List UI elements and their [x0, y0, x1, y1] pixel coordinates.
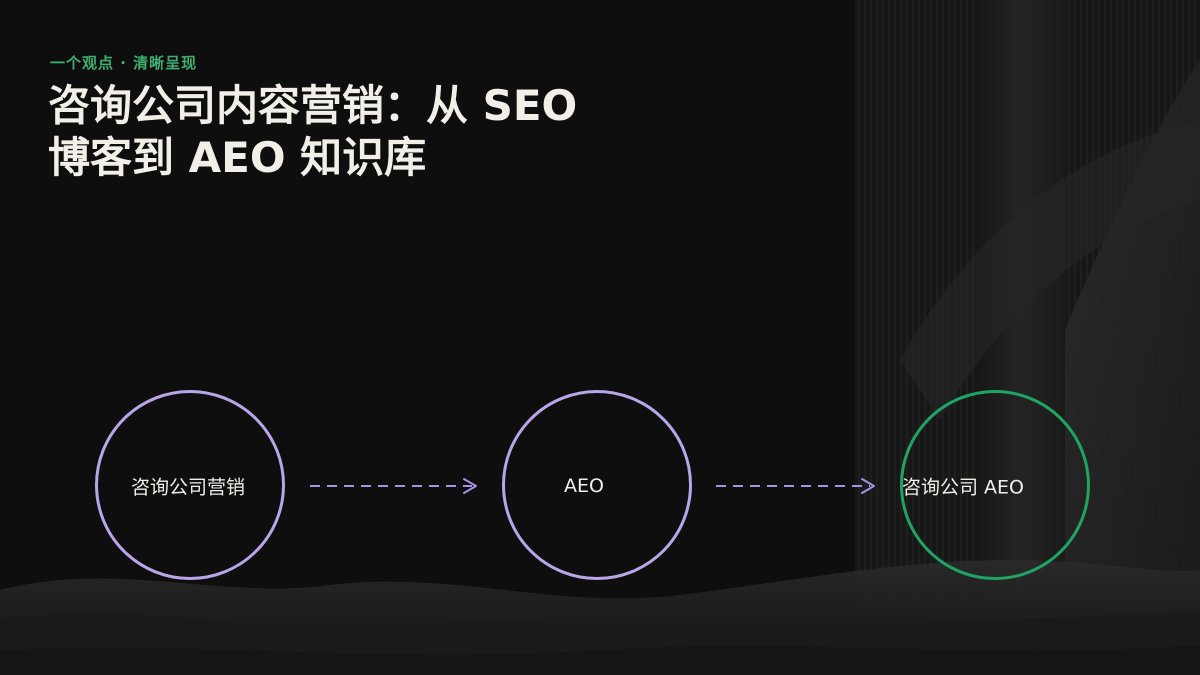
slide-title: 咨询公司内容营销：从 SEO 博客到 AEO 知识库: [48, 80, 808, 184]
arrow-2: [716, 478, 875, 494]
flow-node-2-label: AEO: [564, 475, 604, 497]
title-line-1: 咨询公司内容营销：从 SEO: [48, 81, 578, 130]
title-line-2: 博客到 AEO 知识库: [48, 133, 427, 182]
flow-node-3-label: 咨询公司 AEO: [902, 476, 1024, 499]
flow-node-1-label: 咨询公司营销: [130, 476, 246, 499]
flow-node-3-circle: [900, 390, 1090, 580]
arrow-1: [310, 478, 477, 494]
flow-node-2-circle: [502, 390, 692, 580]
flow-node-1-circle: [95, 390, 285, 580]
eyebrow-label: 一个观点 · 清晰呈现: [50, 54, 198, 72]
